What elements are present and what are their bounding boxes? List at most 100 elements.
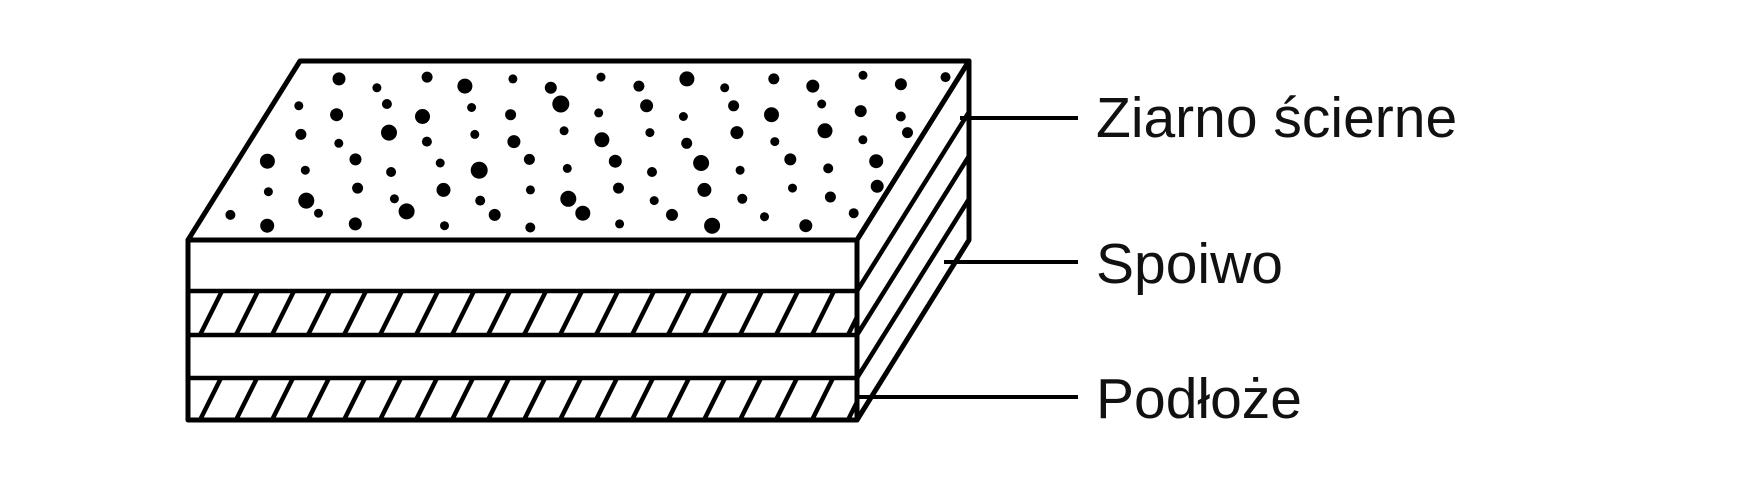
grain-dot xyxy=(647,167,657,177)
grain-dot xyxy=(435,158,445,168)
label-spoiwo: Spoiwo xyxy=(1096,232,1283,296)
grain-dot xyxy=(349,153,362,166)
front-face xyxy=(185,237,860,423)
grain-dot xyxy=(552,95,570,113)
grain-dot xyxy=(764,107,779,123)
grain-dot xyxy=(735,165,745,175)
grain-dot xyxy=(824,191,836,203)
hatch-line xyxy=(269,378,296,420)
hatch-line xyxy=(845,396,857,420)
hatch-band-1 xyxy=(188,291,857,335)
grain-dot xyxy=(817,99,827,109)
grain-dot xyxy=(854,105,867,118)
grain-dot xyxy=(544,81,557,94)
hatch-line xyxy=(413,291,441,335)
grain-dot xyxy=(666,208,678,221)
grain-dot xyxy=(436,182,451,197)
grain-dot xyxy=(507,135,521,149)
grain-dot xyxy=(298,192,315,209)
hatch-line xyxy=(665,378,692,420)
grain-dot xyxy=(869,154,884,169)
grain-dot xyxy=(440,221,449,231)
grain-dot xyxy=(348,217,362,231)
grain-dot xyxy=(381,124,397,141)
hatch-line xyxy=(773,378,800,420)
grain-dot xyxy=(488,208,501,221)
grain-dot xyxy=(681,137,693,149)
grain-dot xyxy=(372,83,382,93)
grain-dot xyxy=(940,72,951,83)
grain-dot xyxy=(645,128,655,138)
grain-dot xyxy=(770,137,780,147)
hatch-line xyxy=(197,291,225,335)
hatch-line xyxy=(341,291,369,335)
hatch-line xyxy=(809,378,836,420)
grain-dot xyxy=(560,190,577,207)
grain-dot xyxy=(649,196,659,206)
grain-dot xyxy=(728,100,740,112)
grain-dot xyxy=(720,83,730,93)
grain-dot xyxy=(806,79,820,93)
grain-dot xyxy=(352,182,364,194)
side-layer-line-1 xyxy=(855,110,971,293)
hatch-line xyxy=(809,291,837,335)
grain-dot xyxy=(386,167,397,177)
hatch-line xyxy=(521,291,549,335)
grain-dot xyxy=(314,208,323,218)
grain-dot xyxy=(768,73,780,85)
hatch-line xyxy=(737,291,765,335)
hatch-line xyxy=(629,291,657,335)
side-layer-line-2 xyxy=(855,154,971,337)
grain-dot xyxy=(334,138,344,148)
grain-dot xyxy=(260,218,275,233)
grain-dot xyxy=(594,108,604,118)
grain-dot xyxy=(788,183,797,193)
hatch-line xyxy=(413,378,440,420)
grain-dot xyxy=(508,74,518,84)
hatch-line xyxy=(557,378,584,420)
hatch-line xyxy=(269,291,297,335)
grain-dot xyxy=(300,165,310,175)
grain-dot xyxy=(596,72,606,82)
grain-dot xyxy=(870,179,884,193)
hatch-line xyxy=(188,292,189,293)
grain-dot xyxy=(902,127,913,139)
hatch-line xyxy=(341,378,368,420)
hatch-line xyxy=(557,291,585,335)
grain-dot xyxy=(421,71,433,83)
grain-dot xyxy=(225,209,236,220)
grain-dot xyxy=(263,187,273,197)
grain-dot xyxy=(294,101,304,111)
hatch-line xyxy=(305,291,333,335)
hatch-line xyxy=(233,378,260,420)
grain-dot xyxy=(633,80,645,92)
grain-dot xyxy=(697,182,712,197)
grain-dot xyxy=(421,136,432,147)
grain-dot xyxy=(523,153,535,165)
hatch-line xyxy=(305,378,332,420)
grain-dot xyxy=(525,222,536,233)
hatch-line xyxy=(845,311,857,335)
grain-dot xyxy=(594,132,610,148)
grain-dot xyxy=(823,163,834,174)
grain-dot xyxy=(615,219,625,229)
grain-dot xyxy=(332,72,346,86)
grain-dot xyxy=(559,126,569,136)
grain-dot xyxy=(295,128,307,140)
grain-dot xyxy=(613,182,624,194)
hatch-line xyxy=(521,378,548,420)
hatch-line xyxy=(485,378,512,420)
grain-dot xyxy=(415,109,430,124)
grain-dot xyxy=(730,126,744,140)
grain-dot xyxy=(848,208,859,219)
grain-dot xyxy=(505,109,517,121)
grain-dot xyxy=(704,217,721,234)
grain-dots xyxy=(225,70,951,234)
grain-dot xyxy=(259,153,275,169)
grain-dot xyxy=(475,195,486,206)
grain-dot xyxy=(737,193,748,204)
grain-dot xyxy=(330,108,344,122)
grain-dot xyxy=(562,163,572,173)
